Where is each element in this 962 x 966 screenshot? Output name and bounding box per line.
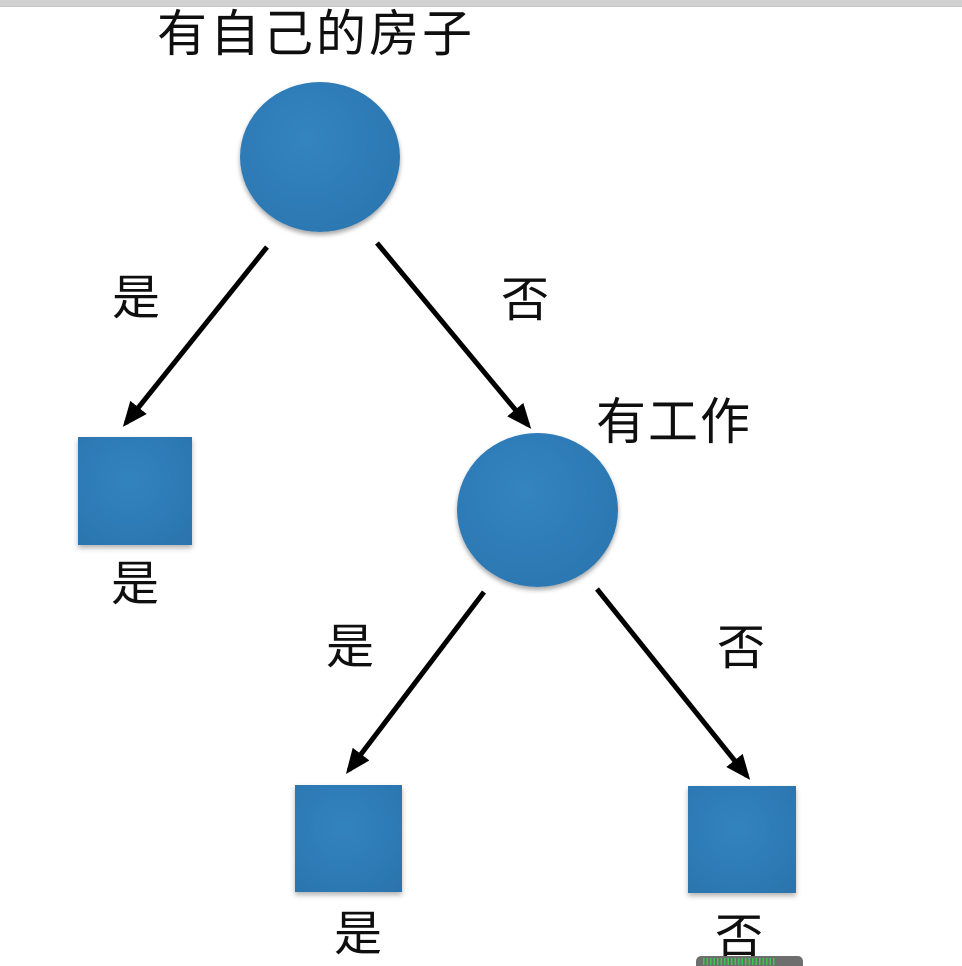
edge-arrow-job-no — [595, 587, 751, 780]
leaf-square-house-yes — [78, 437, 192, 545]
edge-label-job-no: 否 — [717, 622, 766, 675]
root-node-label: 有自己的房子 — [157, 6, 475, 62]
edge-arrow-root-no — [375, 241, 532, 429]
root-node-circle — [240, 82, 400, 232]
edge-arrow-job-yes — [345, 590, 486, 774]
edge-label-job-yes: 是 — [326, 621, 375, 674]
leaf-label-job-yes: 是 — [334, 908, 383, 961]
top-gray-bar — [0, 0, 962, 7]
edge-label-root-no: 否 — [501, 274, 550, 327]
job-node-circle — [457, 433, 618, 587]
leaf-square-job-yes — [295, 785, 402, 892]
job-node-label: 有工作 — [596, 394, 752, 450]
leaf-square-job-no — [688, 786, 796, 893]
leaf-label-house-yes: 是 — [111, 558, 160, 611]
scrubber-tick-marks — [703, 958, 775, 965]
leaf-label-job-no: 否 — [715, 911, 764, 964]
video-scrubber[interactable] — [696, 956, 803, 966]
edge-label-root-yes: 是 — [112, 272, 161, 325]
